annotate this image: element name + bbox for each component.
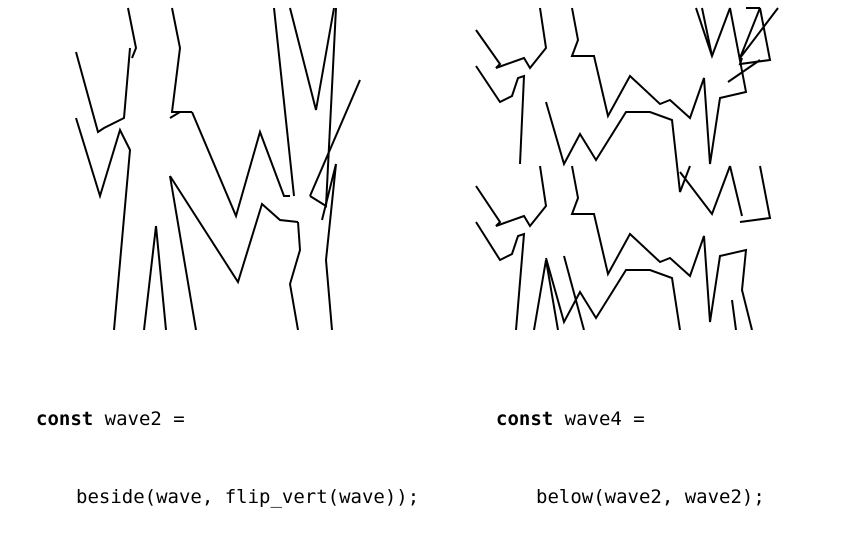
code-block-wave2: const wave2 = beside(wave, flip_vert(wav…	[36, 354, 419, 536]
wave-stroke	[75, 47, 131, 134]
code-declaration: wave2 =	[93, 408, 185, 430]
wave-stroke	[738, 7, 772, 66]
wave-stroke	[191, 111, 290, 219]
code-line-decl: const wave2 =	[36, 406, 419, 432]
code-keyword: const	[496, 408, 554, 430]
wave-stroke	[545, 259, 559, 330]
wave-stroke	[475, 7, 548, 70]
wave-stroke	[533, 259, 547, 330]
wave2-drawing	[75, 7, 361, 330]
wave-stroke	[570, 7, 748, 165]
wave-stroke	[739, 165, 772, 223]
wave-figures	[75, 7, 779, 330]
wave-stroke	[273, 7, 295, 197]
wave4-drawing	[475, 7, 779, 330]
wave-stroke	[288, 221, 302, 330]
wave-stroke	[475, 65, 526, 165]
wave-stroke	[289, 7, 335, 111]
wave-stroke	[701, 7, 713, 57]
wave-stroke	[695, 7, 731, 59]
code-keyword: const	[36, 408, 94, 430]
code-declaration: wave4 =	[553, 408, 645, 430]
code-line-expr: below(wave2, wave2);	[536, 486, 765, 508]
wave-stroke	[570, 165, 753, 330]
wave-stroke	[170, 7, 192, 113]
wave-stroke	[75, 117, 132, 330]
wave-stroke	[545, 257, 681, 330]
wave-stroke	[475, 221, 526, 330]
wave-stroke	[729, 165, 743, 217]
wave-stroke	[169, 111, 181, 119]
wave-stroke	[545, 101, 691, 193]
wave-stroke	[679, 165, 731, 217]
wave-stroke	[321, 163, 337, 330]
wave-stroke	[563, 255, 585, 330]
wave-stroke	[155, 225, 167, 330]
code-line-expr: beside(wave, flip_vert(wave));	[76, 486, 420, 508]
wave-stroke	[169, 175, 197, 330]
wave-stroke	[127, 7, 138, 59]
wave-stroke	[475, 165, 548, 228]
wave-stroke	[309, 79, 361, 197]
code-block-wave4: const wave4 = below(wave2, wave2);	[496, 354, 765, 536]
code-line-decl: const wave4 =	[496, 406, 765, 432]
wave-stroke	[169, 175, 299, 285]
wave-stroke	[731, 299, 737, 330]
wave-stroke	[727, 59, 761, 83]
wave-stroke	[143, 225, 157, 330]
wave-stroke	[739, 7, 779, 59]
